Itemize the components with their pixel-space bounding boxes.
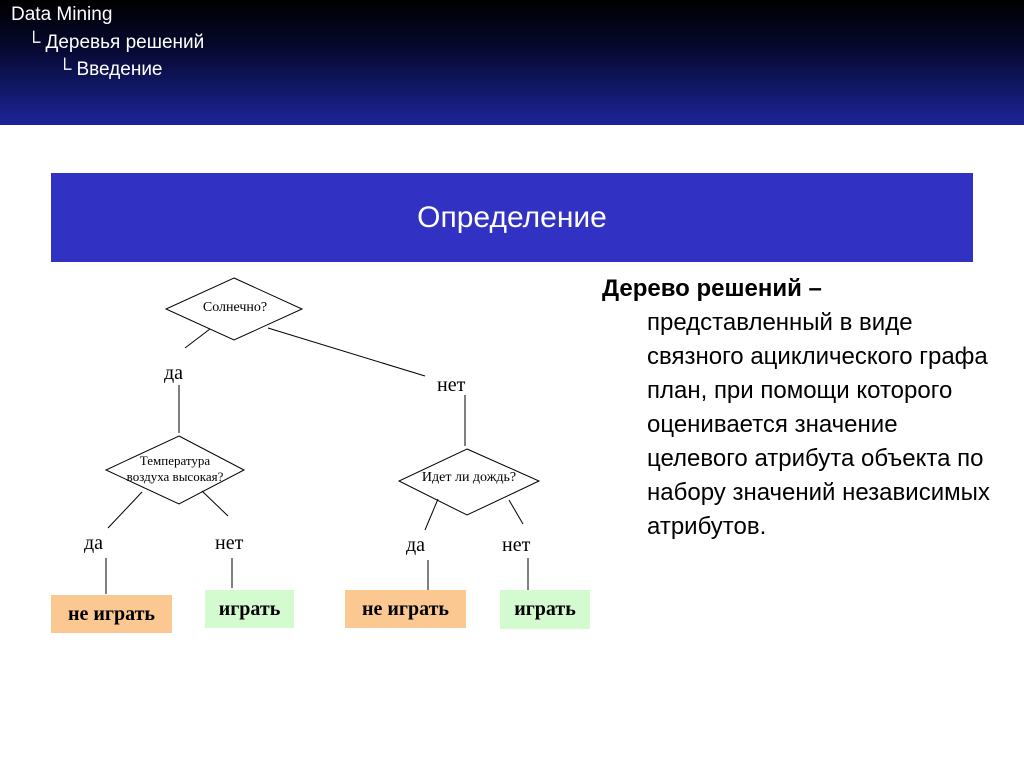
- left-yes-label: да: [84, 532, 104, 554]
- definition-term: Дерево решений –: [602, 275, 822, 302]
- definition-body: представленный в виде связного ацикличес…: [647, 309, 990, 540]
- slide-title: Определение: [417, 200, 607, 234]
- decision-tree-graphics: [104, 277, 541, 594]
- right-question-label: Идет ли дождь?: [421, 470, 517, 485]
- breadcrumb-level-1: Data Mining: [11, 4, 113, 25]
- root-yes-edge: [184, 328, 211, 349]
- root-no-label: нет: [437, 374, 466, 396]
- leaf-play-left: играть: [205, 590, 294, 628]
- corner-icon: └: [27, 32, 41, 53]
- right-yes-edge: [424, 498, 439, 531]
- left-yes-edge: [107, 491, 143, 529]
- leaf-not-play-right: не играть: [345, 590, 466, 628]
- left-no-edge: [201, 490, 229, 517]
- right-yes-label: да: [406, 534, 426, 556]
- leaf-play-right: играть: [500, 590, 590, 629]
- left-node-diamond: [104, 435, 246, 505]
- slide-title-bar: Определение: [51, 173, 973, 262]
- root-no-edge: [267, 327, 426, 377]
- left-question-label: Температура воздуха высокая?: [110, 453, 240, 485]
- root-question-label: Солнечно?: [202, 300, 268, 315]
- left-question-line-2: воздуха высокая?: [126, 469, 224, 484]
- root-node-diamond: [164, 277, 304, 341]
- corner-icon: └: [58, 59, 72, 80]
- definition-text: Дерево решений – представленный в виде с…: [602, 272, 1002, 544]
- breadcrumb-level-2: └Деревья решений: [27, 32, 205, 53]
- left-no-label: нет: [215, 532, 244, 554]
- right-node-diamond: [397, 448, 541, 516]
- leaf-not-play-left: не играть: [51, 595, 172, 633]
- right-no-edge: [508, 499, 524, 525]
- left-question-line-1: Температура: [139, 453, 211, 468]
- decision-tree-diagram: Солнечно? да нет Температура воздуха выс…: [40, 268, 600, 648]
- right-no-label: нет: [502, 534, 531, 556]
- slide-header: Data Mining └Деревья решений └Введение: [0, 0, 1024, 125]
- breadcrumb-level-3: └Введение: [58, 59, 163, 80]
- root-yes-label: да: [164, 362, 184, 384]
